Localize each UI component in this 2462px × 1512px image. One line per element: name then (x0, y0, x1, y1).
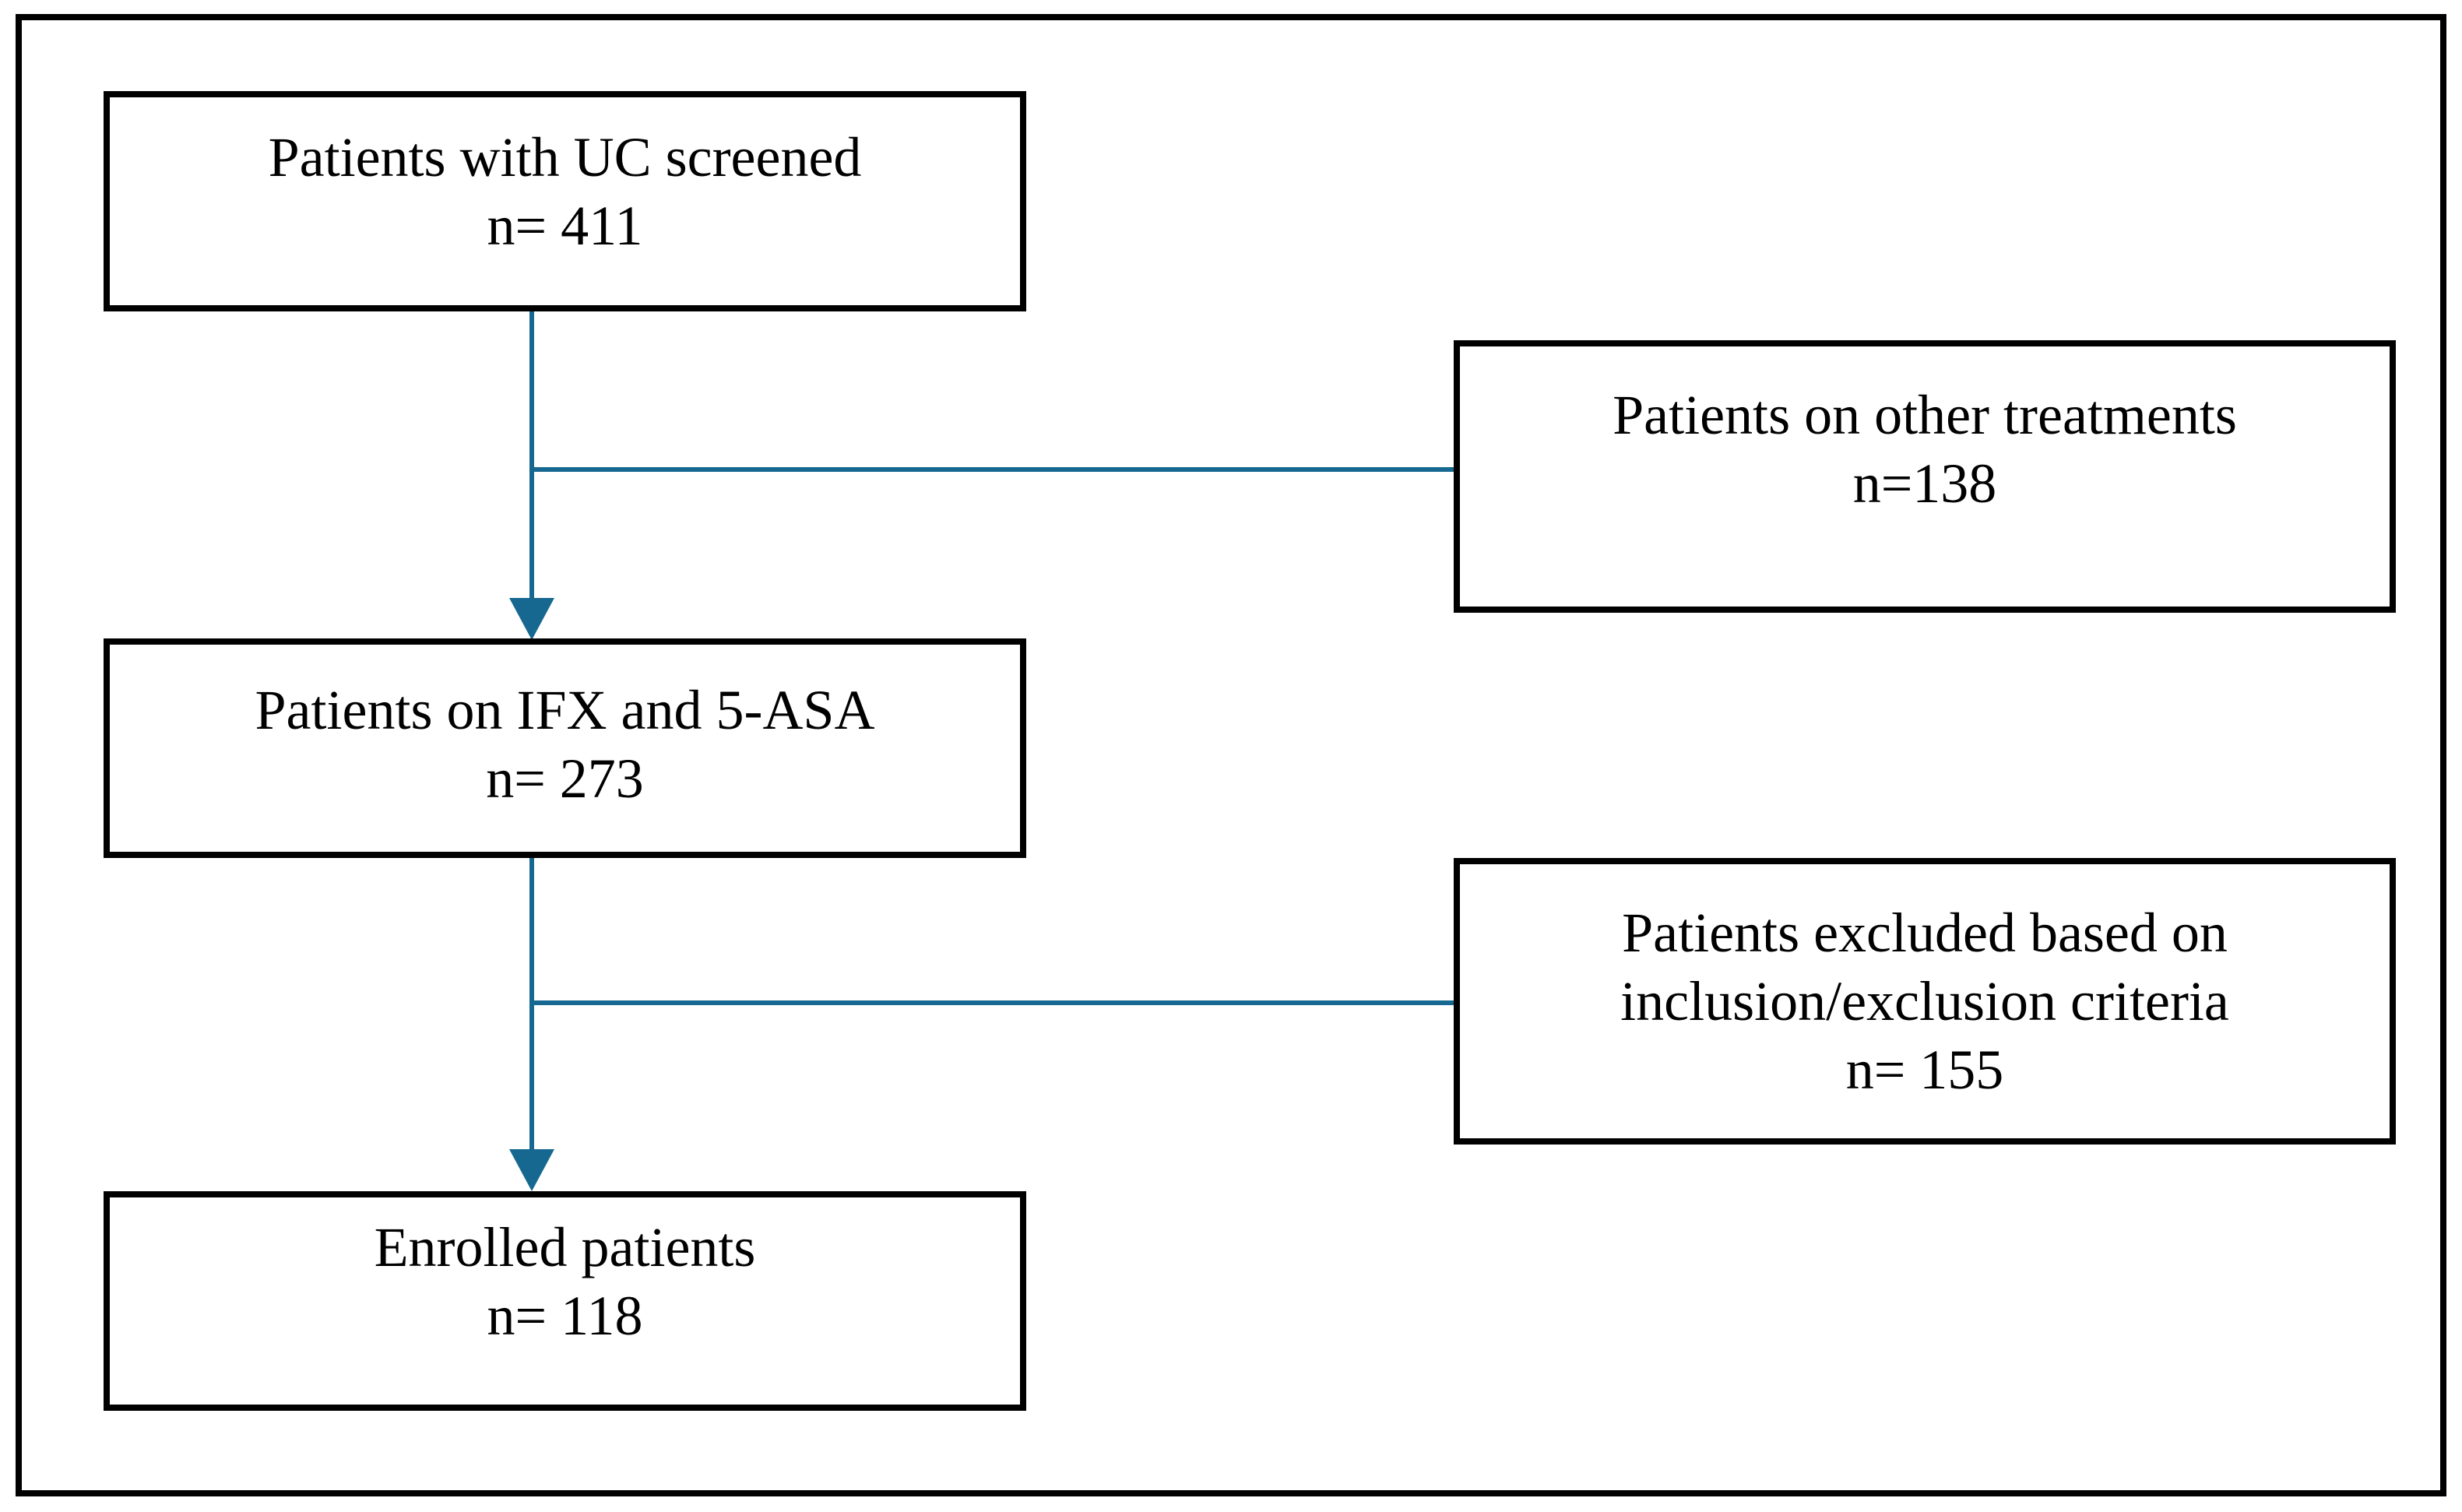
diagram-border-frame (16, 14, 2446, 1496)
node-enrolled: Enrolled patients n= 118 (104, 1191, 1026, 1411)
node-ifx-5asa-label: Patients on IFX and 5-ASA (255, 679, 875, 741)
node-patients-screened-count: n= 411 (487, 194, 643, 257)
arrow-down-icon (509, 598, 554, 640)
node-patients-screened: Patients with UC screened n= 411 (104, 91, 1026, 311)
arrow-down-icon (509, 1149, 554, 1191)
node-excluded-label-line1: Patients excluded based on (1622, 902, 2228, 964)
node-enrolled-count: n= 118 (487, 1285, 643, 1347)
node-ifx-5asa-count: n= 273 (486, 747, 644, 810)
node-enrolled-label: Enrolled patients (374, 1216, 756, 1278)
connector-branch-to-other-treatments (531, 467, 1454, 472)
node-patients-screened-label: Patients with UC screened (268, 125, 862, 188)
node-other-treatments: Patients on other treatments n=138 (1454, 340, 2396, 613)
connector-branch-to-excluded (531, 1000, 1454, 1005)
node-other-treatments-count: n=138 (1852, 452, 1997, 515)
node-ifx-5asa: Patients on IFX and 5-ASA n= 273 (104, 638, 1026, 858)
node-excluded: Patients excluded based on inclusion/exc… (1454, 858, 2396, 1145)
node-excluded-label-line2: inclusion/exclusion criteria (1620, 970, 2229, 1032)
node-excluded-count: n= 155 (1845, 1039, 2004, 1101)
node-other-treatments-label: Patients on other treatments (1613, 384, 2237, 446)
connector-screened-to-ifx (529, 311, 534, 600)
